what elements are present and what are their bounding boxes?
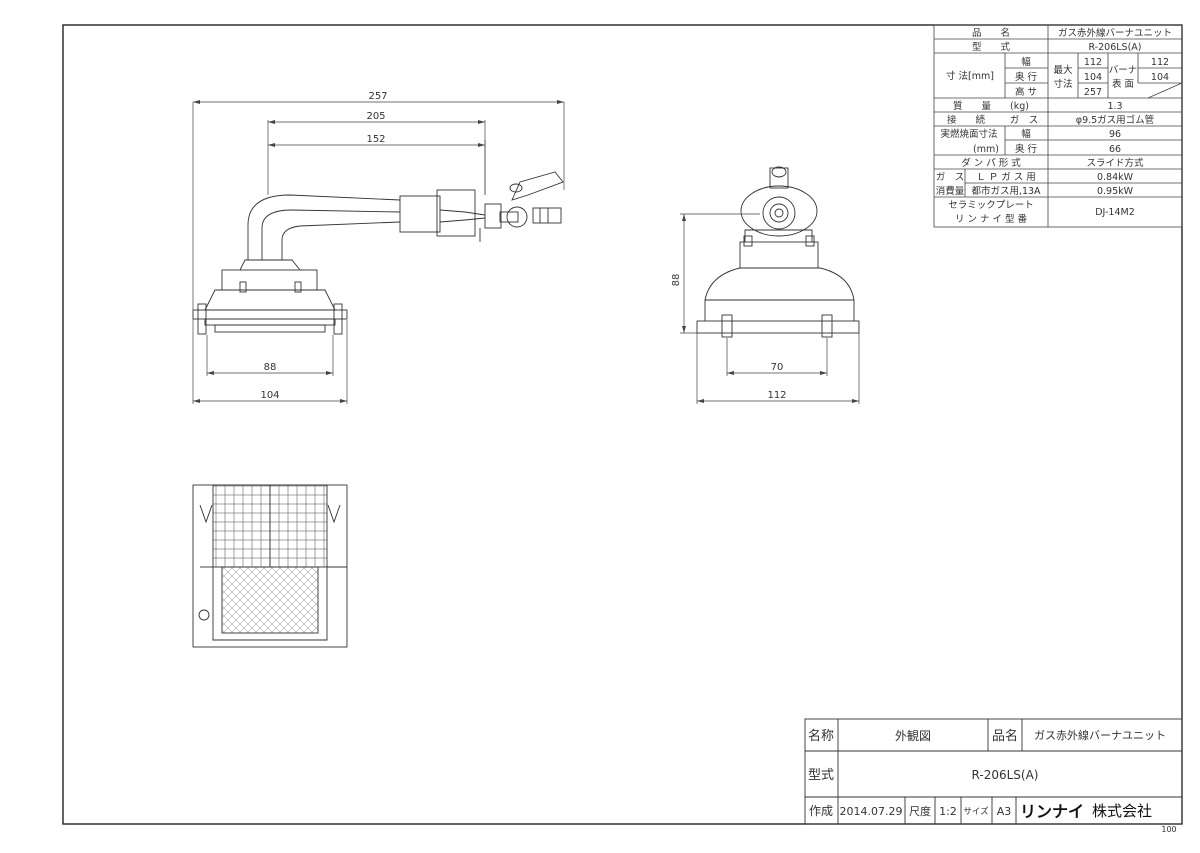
- damper-value: スライド方式: [1086, 157, 1144, 169]
- dim-label-257: 257: [368, 91, 387, 102]
- product-name-label: 品 名: [972, 27, 1010, 39]
- combustion-depth-value: 66: [1109, 144, 1121, 155]
- side-hose-nipple: [532, 207, 562, 224]
- max-height-value: 257: [1084, 87, 1102, 98]
- mass-value: 1.3: [1107, 101, 1122, 112]
- side-nozzle-block: [436, 189, 476, 237]
- burner-width-value: 112: [1151, 57, 1169, 68]
- title-scale-label: 尺度: [909, 804, 931, 818]
- side-arm-upper: [247, 194, 401, 260]
- combustion-width-label: 幅: [1021, 128, 1031, 140]
- burner-depth-value: 104: [1151, 72, 1169, 83]
- company-suffix: 株式会社: [1092, 802, 1152, 820]
- connection-label-1: 接 続: [947, 114, 986, 126]
- title-model-value: R-206LS(A): [972, 768, 1039, 782]
- side-valve-handle: [511, 171, 564, 201]
- consumption-label-1: ガ ス: [936, 172, 965, 183]
- model-label: 型 式: [972, 41, 1011, 53]
- dim-label-70: 70: [771, 362, 784, 373]
- max-depth-value: 104: [1084, 72, 1102, 83]
- top-view-drawing: [192, 484, 348, 648]
- title-name-value: 外観図: [895, 729, 931, 743]
- product-name-value: ガス赤外線バーナユニット: [1058, 27, 1172, 39]
- title-created-date: 2014.07.29: [840, 805, 903, 818]
- page-number: 100: [1161, 825, 1176, 834]
- front-view-drawing: [696, 166, 860, 338]
- burner-label-1: バーナ: [1109, 65, 1138, 76]
- ceramic-label-1: セラミックプレート: [948, 200, 1034, 211]
- top-nut: [198, 609, 210, 621]
- combustion-label-1: 実燃焼面寸法: [940, 128, 997, 140]
- consumption-label-2: 消費量: [936, 185, 965, 197]
- burner-label-2: 表 面: [1112, 78, 1134, 90]
- title-model-label: 型式: [808, 768, 834, 783]
- width-label: 幅: [1021, 56, 1031, 68]
- title-block-text: 名称 外観図 品名 ガス赤外線バーナユニット 型式 R-206LS(A) 作成 …: [808, 728, 1166, 821]
- damper-label: ダ ン パ 形 式: [961, 157, 1021, 169]
- max-label-1: 最大: [1053, 64, 1073, 76]
- front-valve-handle: [769, 167, 789, 189]
- company-logo: リンナイ: [1020, 802, 1084, 821]
- front-nozzle: [769, 203, 789, 223]
- combustion-label-2: (mm): [973, 144, 999, 155]
- side-valve-body: [506, 206, 528, 228]
- ceramic-label-2: リ ン ナ イ 型 番: [955, 213, 1028, 225]
- connection-value: φ9.5ガス用ゴム管: [1076, 114, 1154, 126]
- height-label: 高 サ: [1015, 86, 1037, 98]
- dim-label-152: 152: [366, 134, 385, 145]
- model-value: R-206LS(A): [1088, 42, 1141, 53]
- dimensions-label: 寸 法[mm]: [946, 70, 994, 82]
- depth-label: 奥 行: [1015, 71, 1038, 83]
- spec-table-text: 品 名 ガス赤外線バーナユニット 型 式 R-206LS(A) 寸 法[mm] …: [936, 27, 1172, 225]
- drawing-frame: [62, 24, 1183, 825]
- title-block: [804, 718, 1183, 825]
- title-name-label: 名称: [808, 728, 834, 744]
- ceramic-model-value: DJ-14M2: [1095, 207, 1135, 218]
- dim-label-104: 104: [260, 390, 279, 401]
- mass-label: 質 量 (kg): [953, 100, 1029, 112]
- title-product-value: ガス赤外線バーナユニット: [1034, 728, 1166, 742]
- title-product-label: 品名: [992, 728, 1018, 744]
- dim-label-88-width: 88: [264, 362, 277, 373]
- side-view-drawing: [192, 171, 564, 335]
- side-arm-lower: [281, 221, 401, 260]
- side-view-dimensions: 257 205 152 88 104: [192, 91, 565, 404]
- city-gas-value: 0.95kW: [1097, 186, 1134, 197]
- max-width-value: 112: [1084, 57, 1102, 68]
- city-gas-label: 都市ガス用,13A: [971, 185, 1041, 197]
- side-base-plate: [192, 309, 348, 320]
- title-size-label: サイズ: [963, 806, 989, 817]
- combustion-depth-label: 奥 行: [1015, 143, 1038, 155]
- max-label-2: 寸法: [1053, 78, 1072, 90]
- front-view-dimensions: 88 70 112: [671, 213, 860, 404]
- title-created-label: 作成: [809, 804, 833, 818]
- connection-label-2: ガ ス: [1010, 115, 1039, 126]
- spec-table: [933, 24, 1183, 228]
- side-burner-housing: [204, 289, 336, 311]
- title-scale-value: 1:2: [939, 805, 957, 818]
- lpg-label: Ｌ Ｐ ガ ス 用: [976, 172, 1036, 183]
- dim-label-112: 112: [767, 390, 786, 401]
- dim-label-88-height: 88: [671, 274, 682, 287]
- front-burner-housing: [704, 267, 855, 321]
- front-valve-housing: [740, 185, 818, 237]
- combustion-width-value: 96: [1109, 129, 1121, 140]
- title-size-value: A3: [997, 805, 1012, 818]
- dim-label-205: 205: [366, 111, 385, 122]
- top-combustion-mesh: [221, 566, 319, 634]
- front-base-plate: [696, 320, 860, 334]
- lpg-value: 0.84kW: [1097, 172, 1134, 183]
